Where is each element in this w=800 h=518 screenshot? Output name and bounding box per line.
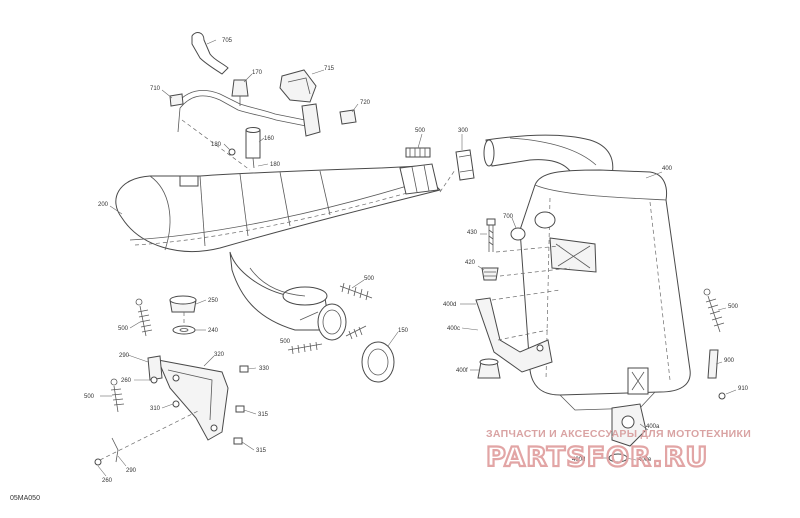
assembly-line: [497, 329, 549, 341]
callout-400f: 400f: [456, 368, 468, 374]
connector-sleeve[interactable]: [455, 149, 475, 181]
callout-180: 180: [270, 162, 281, 168]
callout-400a: 400a: [646, 424, 660, 430]
callout-720: 720: [360, 100, 371, 106]
fastener-180[interactable]: [228, 148, 236, 156]
sensor-170[interactable]: [231, 79, 249, 106]
callout-715: 715: [324, 66, 335, 72]
watermark: ЗАПЧАСТИ И АКСЕССУАРЫ ДЛЯ МОТОТЕХНИКИ PA…: [485, 428, 751, 474]
callout-330: 330: [259, 366, 270, 372]
bolt-430[interactable]: [486, 218, 496, 252]
assembly-line: [491, 289, 561, 301]
callout-500: 500: [84, 394, 95, 400]
sensor-900[interactable]: [707, 349, 719, 379]
callout-260: 260: [102, 478, 113, 484]
spring-420[interactable]: [481, 267, 499, 281]
sleeve-160[interactable]: [245, 127, 261, 169]
grommet-700[interactable]: [510, 227, 526, 241]
callouts: 705 710 170 715 720 160 180 180 500 300 …: [84, 38, 749, 484]
callout-910: 910: [738, 386, 749, 392]
callout-250: 250: [208, 298, 219, 304]
watermark-tagline: ЗАПЧАСТИ И АКСЕССУАРЫ ДЛЯ МОТОТЕХНИКИ: [486, 428, 751, 440]
muffler-bracket[interactable]: [475, 297, 553, 373]
callout-260: 260: [121, 378, 132, 384]
callout-400: 400: [662, 166, 673, 172]
callout-240: 240: [208, 328, 219, 334]
callout-500: 500: [280, 339, 291, 345]
assembly-line: [439, 169, 456, 193]
callout-150: 150: [398, 328, 409, 334]
callout-400d: 400d: [572, 457, 585, 463]
callout-420: 420: [465, 260, 476, 266]
diagram-code: 05MA050: [10, 495, 40, 502]
lower-mount[interactable]: [608, 403, 647, 463]
callout-705: 705: [222, 38, 233, 44]
spring-500-lower-left[interactable]: [110, 378, 125, 413]
watermark-brand: PARTSFOR.RU: [486, 442, 708, 473]
fastener-310[interactable]: [172, 400, 180, 408]
callout-180: 180: [211, 142, 222, 148]
fastener-330[interactable]: [239, 365, 249, 373]
bracket-sensor[interactable]: [301, 103, 321, 137]
callout-310: 310: [150, 406, 161, 412]
spring-500-top[interactable]: [405, 147, 431, 158]
callout-500: 500: [118, 326, 129, 332]
cover-715[interactable]: [279, 69, 317, 103]
spring-500-center[interactable]: [339, 282, 373, 301]
fastener-315a[interactable]: [235, 405, 245, 413]
rubber-mount[interactable]: [477, 358, 501, 379]
clip-720[interactable]: [339, 109, 357, 125]
callout-400d: 400d: [443, 302, 456, 308]
fastener-260a[interactable]: [150, 376, 158, 384]
callout-500: 500: [415, 128, 426, 134]
callout-170: 170: [252, 70, 263, 76]
callout-500: 500: [364, 276, 375, 282]
clip-290[interactable]: [147, 355, 163, 381]
spring-500-lower-center[interactable]: [287, 341, 323, 355]
callout-710: 710: [150, 86, 161, 92]
spring-hook-290[interactable]: [111, 437, 119, 463]
spring-500-right[interactable]: [703, 288, 725, 333]
callout-500: 500: [728, 304, 739, 310]
exhaust-gasket[interactable]: [361, 341, 395, 383]
assembly-line: [495, 245, 561, 253]
washer[interactable]: [172, 325, 196, 335]
hose-705[interactable]: [191, 32, 229, 75]
callout-700: 700: [503, 214, 514, 220]
fastener-260b[interactable]: [94, 458, 102, 466]
callout-430: 430: [467, 230, 478, 236]
fastener-315b[interactable]: [233, 437, 243, 445]
assembly-line: [499, 267, 571, 277]
fastener-910[interactable]: [718, 392, 726, 400]
callout-400e: 400e: [638, 457, 652, 463]
muffler-inlet-pipe[interactable]: [483, 134, 614, 181]
rubber-cap[interactable]: [169, 295, 197, 313]
callout-290: 290: [126, 468, 137, 474]
spring-500-gasket[interactable]: [345, 325, 367, 340]
assembly-line: [181, 119, 251, 171]
muffler[interactable]: [519, 169, 691, 411]
spring-500-left[interactable]: [135, 298, 153, 337]
callout-315: 315: [256, 448, 267, 454]
callout-900: 900: [724, 358, 735, 364]
leader-lines: [97, 39, 737, 477]
mount-bracket-320[interactable]: [157, 359, 229, 441]
callout-315: 315: [258, 412, 269, 418]
assembly-line: [99, 409, 201, 461]
callout-200: 200: [98, 202, 109, 208]
exhaust-header[interactable]: [229, 251, 347, 341]
callout-400c: 400c: [447, 326, 460, 332]
callout-290: 290: [119, 353, 130, 359]
callout-320: 320: [214, 352, 225, 358]
callout-300: 300: [458, 128, 469, 134]
tuned-pipe[interactable]: [115, 163, 441, 252]
callout-160: 160: [264, 136, 275, 142]
